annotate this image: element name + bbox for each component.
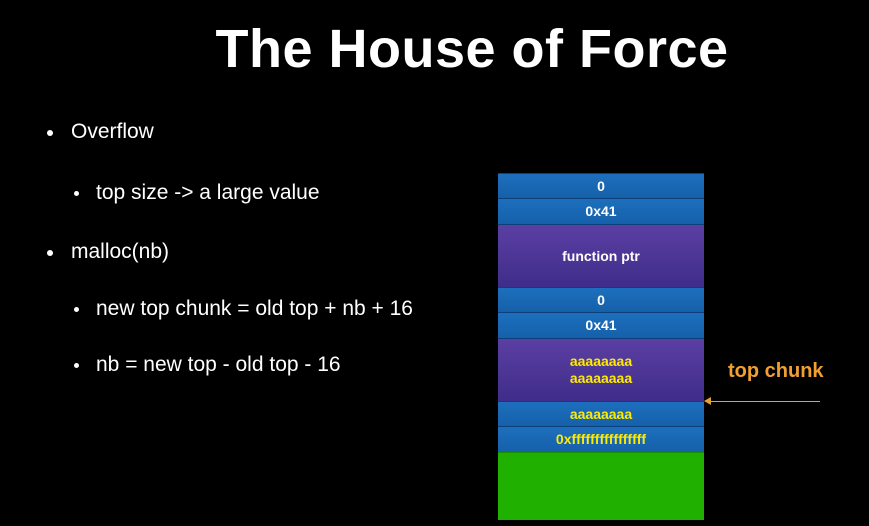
bullet-dot-icon [47, 130, 53, 136]
heap-cell-top-chunk-body [498, 452, 704, 520]
cell-label: aaaaaaaa [569, 353, 633, 369]
bullet-overflow: Overflow [47, 120, 154, 144]
cell-label: aaaaaaaa [569, 405, 633, 422]
cell-label: function ptr [562, 247, 640, 264]
heap-cell-function-ptr: function ptr [498, 224, 704, 287]
heap-cell-top-size: 0xffffffffffffffff [498, 426, 704, 452]
bullet-text: new top chunk = old top + nb + 16 [96, 297, 413, 320]
cell-label: 0xffffffffffffffff [555, 431, 647, 447]
heap-cell-prev-size: 0 [498, 173, 704, 198]
slide-title: The House of Force [215, 19, 729, 79]
heap-cell-top-prev-size: aaaaaaaa [498, 401, 704, 426]
heap-stack-diagram: 0 0x41 function ptr 0 0x41 aaaaaaaa aaaa… [498, 173, 704, 520]
bullet-text: nb = new top - old top - 16 [96, 353, 341, 376]
bullet-dot-icon [74, 191, 79, 196]
bullet-text: Overflow [71, 120, 154, 143]
cell-label: 0 [597, 177, 605, 194]
cell-label: 0 [597, 291, 605, 308]
heap-cell-overflow-data: aaaaaaaa aaaaaaaa [498, 338, 704, 401]
bullet-malloc: malloc(nb) [47, 240, 170, 264]
bullet-dot-icon [74, 363, 79, 368]
heap-cell-size: 0x41 [498, 198, 704, 224]
heap-cell-size-2: 0x41 [498, 312, 704, 338]
bullet-new-top-chunk: new top chunk = old top + nb + 16 [74, 297, 413, 321]
bullet-dot-icon [74, 307, 79, 312]
cell-label: 0x41 [585, 203, 617, 219]
cell-label: aaaaaaaa [569, 370, 633, 386]
cell-label: 0x41 [585, 317, 617, 333]
bullet-text: malloc(nb) [71, 240, 170, 263]
heap-cell-prev-size-2: 0 [498, 287, 704, 312]
bullet-top-size: top size -> a large value [74, 181, 320, 205]
bullet-dot-icon [47, 250, 53, 256]
arrow-left-icon [704, 397, 820, 405]
bullet-text: top size -> a large value [96, 181, 320, 204]
bullet-nb-formula: nb = new top - old top - 16 [74, 353, 341, 377]
top-chunk-label: top chunk [728, 360, 824, 382]
